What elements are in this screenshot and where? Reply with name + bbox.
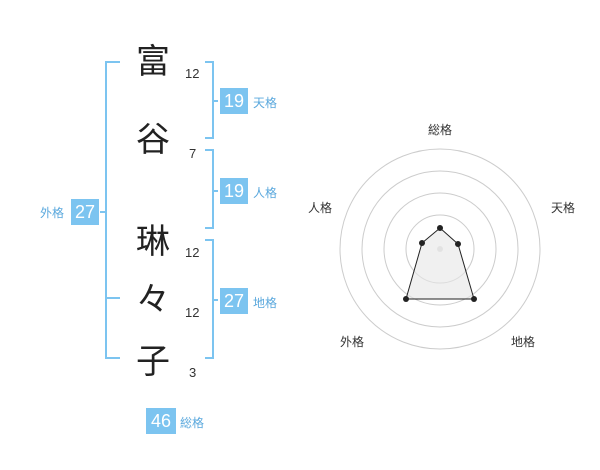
radar-point-chikaku	[471, 296, 477, 302]
tenkaku-label: 天格	[253, 96, 278, 110]
name-char-1: 富	[136, 42, 170, 82]
name-char-3: 琳	[136, 222, 170, 262]
gaikaku-score: 27	[71, 199, 99, 225]
name-char-2: 谷	[136, 120, 170, 160]
soukaku-label: 総格	[180, 416, 205, 430]
stroke-count-5: 3	[189, 365, 197, 380]
chikaku-score: 27	[220, 288, 248, 314]
chikaku-label: 地格	[253, 296, 278, 310]
gaikaku-bracket	[105, 61, 120, 359]
radar-point-soukaku	[437, 225, 443, 231]
name-char-4: 々	[136, 280, 170, 320]
jinkaku-score: 19	[220, 178, 248, 204]
gaikaku-label: 外格	[40, 206, 65, 220]
radar-label-right: 天格	[551, 201, 576, 215]
soukaku-score: 46	[146, 408, 176, 434]
stroke-count-4: 12	[185, 305, 200, 320]
radar-label-top: 総格	[428, 123, 453, 137]
radar-label-left: 人格	[308, 201, 333, 215]
radar-point-jinkaku	[419, 240, 425, 246]
radar-point-gaikaku	[403, 296, 409, 302]
stroke-count-2: 7	[189, 146, 197, 161]
radar-label-bottom-right: 地格	[511, 335, 536, 349]
jinkaku-bracket	[205, 149, 214, 229]
radar-point-tenkaku	[455, 241, 461, 247]
radar-label-bottom-left: 外格	[340, 335, 365, 349]
stroke-count-3: 12	[185, 245, 200, 260]
name-char-5: 子	[136, 342, 170, 382]
radar-ring-4	[339, 148, 541, 350]
radar-ring-2	[383, 192, 497, 306]
radar-polygon	[405, 227, 475, 300]
tenkaku-score: 19	[220, 88, 248, 114]
stroke-count-1: 12	[185, 66, 200, 81]
radar-ring-3	[361, 170, 519, 328]
jinkaku-label: 人格	[253, 186, 278, 200]
